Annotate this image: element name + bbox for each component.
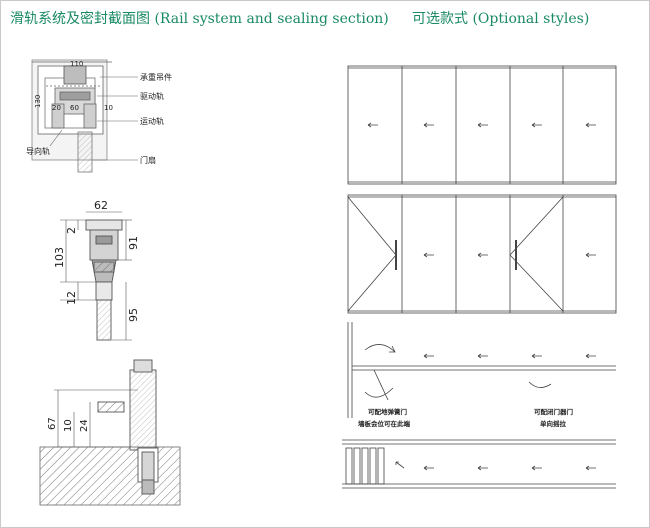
dim-top-width: 110 xyxy=(70,60,83,68)
title-rail-section: 滑轨系统及密封截面图 (Rail system and sealing sect… xyxy=(10,11,389,27)
dim-profile-top: 2 xyxy=(65,227,78,234)
dim-height: 130 xyxy=(34,95,42,108)
label-moving-rail: 运动轨 xyxy=(140,116,164,126)
caption-floor-spring-door: 可配地弹簧门 xyxy=(368,407,408,416)
dim-profile-upper: 91 xyxy=(127,236,140,250)
caption-wall-panel-end: 墙板会位可在此端 xyxy=(358,419,411,428)
rail-section-drawing xyxy=(31,59,112,173)
dim-c: 10 xyxy=(104,104,113,112)
dim-floor-height: 67 xyxy=(47,417,58,430)
dim-b: 60 xyxy=(70,104,79,112)
dim-floor-inner: 24 xyxy=(79,419,90,432)
profile-section-drawing xyxy=(60,211,132,341)
caption-one-way-swing: 单向摇拉 xyxy=(540,419,567,428)
label-bearing-hanger: 承重吊件 xyxy=(140,72,172,82)
label-guide-rail: 导向轨 xyxy=(26,146,50,156)
dim-floor-mid: 10 xyxy=(63,419,74,432)
style-plan-swing xyxy=(347,322,616,418)
dim-profile-lower-gap: 12 xyxy=(65,291,78,305)
label-drive-rail: 驱动轨 xyxy=(140,91,164,101)
rail-section-leaders xyxy=(49,76,138,161)
style-stacked-panels xyxy=(342,439,616,489)
dim-profile-total: 103 xyxy=(53,247,66,268)
caption-door-closer: 可配闭门器门 xyxy=(534,407,574,416)
label-door-leaf: 门扇 xyxy=(140,155,156,165)
floor-section-drawing xyxy=(39,359,181,506)
dim-a: 20 xyxy=(52,104,61,112)
title-optional-styles: 可选款式 (Optional styles) xyxy=(412,11,590,27)
style-swing-doors xyxy=(347,194,617,314)
dim-profile-lower: 95 xyxy=(127,308,140,322)
dim-profile-width: 62 xyxy=(94,199,108,212)
style-straight-panels xyxy=(347,65,617,185)
